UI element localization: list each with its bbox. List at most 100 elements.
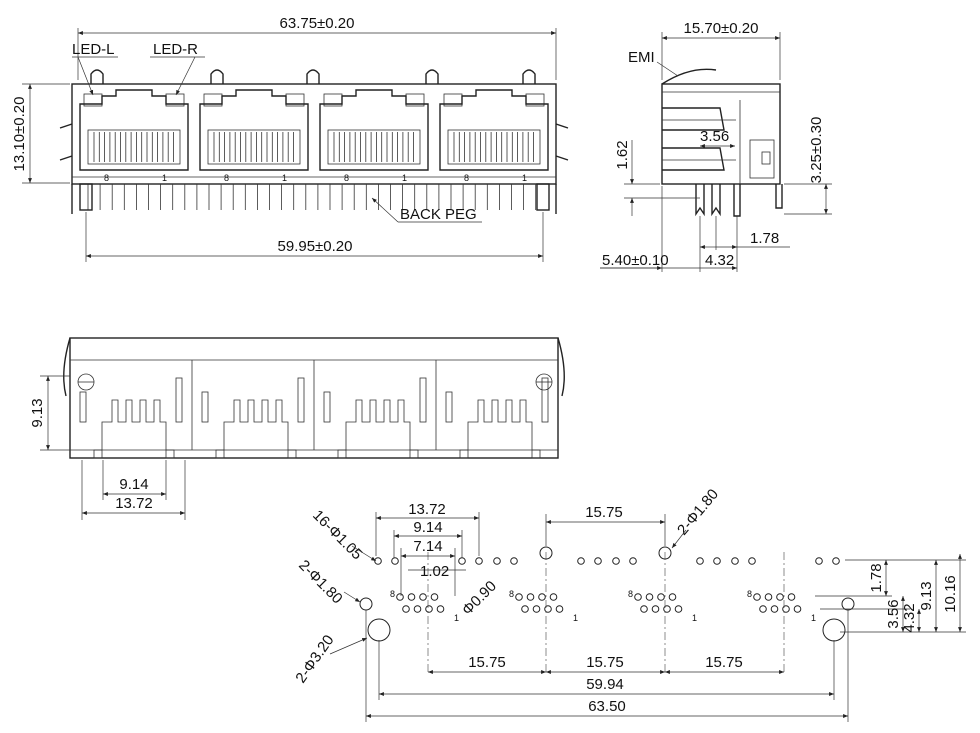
- port-opening: [79, 89, 189, 171]
- bottom-cell-4: [435, 360, 549, 459]
- pin-first-label: 8: [104, 173, 109, 183]
- led-hole: [577, 557, 585, 565]
- dim-4-32-label: 4.32: [705, 252, 734, 269]
- cell-post-left: [201, 391, 209, 423]
- dim-3-56-label: 3.56: [700, 128, 729, 145]
- cell-contacts: [345, 399, 411, 450]
- pin-last-label: 1: [282, 173, 287, 183]
- cell-pin-a: [459, 449, 469, 459]
- signal-hole-row2: [640, 605, 648, 613]
- signal-hole-row2: [674, 605, 683, 613]
- cell-post-right: [541, 377, 549, 423]
- pin-last-label: 1: [162, 173, 167, 183]
- pcb-pitch-3-label: 15.75: [705, 654, 743, 671]
- signal-hole-row2: [663, 605, 671, 613]
- pcb-pin-1-label: 1: [692, 613, 697, 623]
- led-hole: [493, 557, 501, 565]
- bottom-dim-13-72-label: 13.72: [115, 495, 153, 512]
- front-height-label: 13.10±0.20: [11, 97, 28, 172]
- top-tab-0: [90, 69, 104, 84]
- led-hole: [475, 557, 483, 565]
- signal-hole-row1: [764, 593, 773, 601]
- signal-hole-row1: [776, 593, 784, 601]
- overall-width-label: 63.75±0.20: [280, 15, 355, 32]
- signal-hole-row2: [544, 605, 552, 613]
- hole-2-phi-1-80-top-label: 2-Φ1.80: [674, 486, 722, 539]
- hole-2-phi-3-20-label: 2-Φ3.20: [292, 632, 337, 686]
- pcb-4-32-label: 4.32: [901, 603, 918, 632]
- cell-pin-b: [287, 449, 297, 459]
- pin-first-label: 8: [464, 173, 469, 183]
- signal-hole-row1: [419, 593, 427, 601]
- emi-label: EMI: [628, 49, 655, 66]
- pcb-9-14-label: 9.14: [413, 519, 442, 536]
- pcb-pin-1-label: 1: [811, 613, 816, 623]
- cell-pin-b: [409, 449, 419, 459]
- led-hole: [748, 557, 756, 565]
- led-hole: [458, 557, 466, 565]
- pcb-pin-8-label: 8: [747, 589, 752, 599]
- front-side-tabs: [59, 123, 569, 161]
- bottom-height-label: 9.13: [29, 398, 46, 427]
- signal-hole-row2: [425, 605, 433, 613]
- cell-post-right: [175, 377, 183, 423]
- dim-1-78-label: 1.78: [750, 230, 779, 247]
- peg-span-label: 59.95±0.20: [278, 238, 353, 255]
- cell-contacts: [467, 399, 533, 450]
- pcb-pitch-2-label: 15.75: [586, 654, 624, 671]
- signal-hole-row1: [645, 593, 654, 601]
- led-hole: [510, 557, 518, 565]
- pcb-port-footprint-4: 81: [731, 557, 840, 623]
- cell-post-left: [445, 391, 453, 423]
- signal-hole-row2: [759, 605, 767, 613]
- contact-area: [327, 129, 421, 165]
- side-view: EMI 15.70±0.20 3.56 1.62 3.25±0.30: [600, 20, 832, 272]
- pin-first-label: 8: [224, 173, 229, 183]
- mount-hole-right: [822, 618, 846, 642]
- signal-hole-row2: [555, 605, 564, 613]
- led-hole: [696, 557, 704, 565]
- signal-hole-row1: [549, 593, 558, 601]
- led-hole: [832, 557, 840, 565]
- signal-hole-row1: [515, 593, 523, 601]
- hole-2-phi-1-80-left-label: 2-Φ1.80: [295, 557, 346, 608]
- pcb-port-footprint-1: 81: [374, 557, 483, 623]
- bottom-dim-9-14-label: 9.14: [119, 476, 148, 493]
- cell-post-left: [323, 391, 331, 423]
- dim-3-25-label: 3.25±0.30: [808, 117, 825, 184]
- cell-contacts: [223, 399, 289, 450]
- signal-hole-row1: [538, 593, 546, 601]
- cell-pin-b: [531, 449, 541, 459]
- contact-area: [447, 129, 541, 165]
- led-hole: [815, 557, 823, 565]
- port-opening: [319, 89, 429, 171]
- signal-hole-row1: [668, 593, 677, 601]
- bottom-cell-2: [191, 360, 305, 459]
- mount-hole-left: [367, 618, 391, 642]
- front-housing-outline: [59, 69, 569, 214]
- signal-hole-row1: [787, 593, 796, 601]
- signal-hole-row2: [782, 605, 790, 613]
- contact-area: [207, 129, 301, 165]
- led-hole: [391, 557, 399, 565]
- side-depth-label: 15.70±0.20: [684, 20, 759, 37]
- pcb-pin-1-label: 1: [454, 613, 459, 623]
- top-tab-1: [210, 69, 224, 84]
- led-hole: [731, 557, 739, 565]
- pcb-port-footprint-3: 81: [612, 557, 721, 623]
- cell-post-right: [419, 377, 427, 423]
- signal-hole-row2: [402, 605, 410, 613]
- cell-post-left: [79, 391, 87, 423]
- port-opening: [439, 89, 549, 171]
- pcb-9-13-label: 9.13: [918, 581, 935, 610]
- led-hole: [374, 557, 382, 565]
- signal-hole-row1: [634, 593, 642, 601]
- pcb-7-14-label: 7.14: [413, 538, 442, 555]
- bottom-view: 9.13 9.14 13.72: [29, 337, 565, 520]
- cell-pin-b: [165, 449, 175, 459]
- bottom-cell-3: [313, 360, 427, 459]
